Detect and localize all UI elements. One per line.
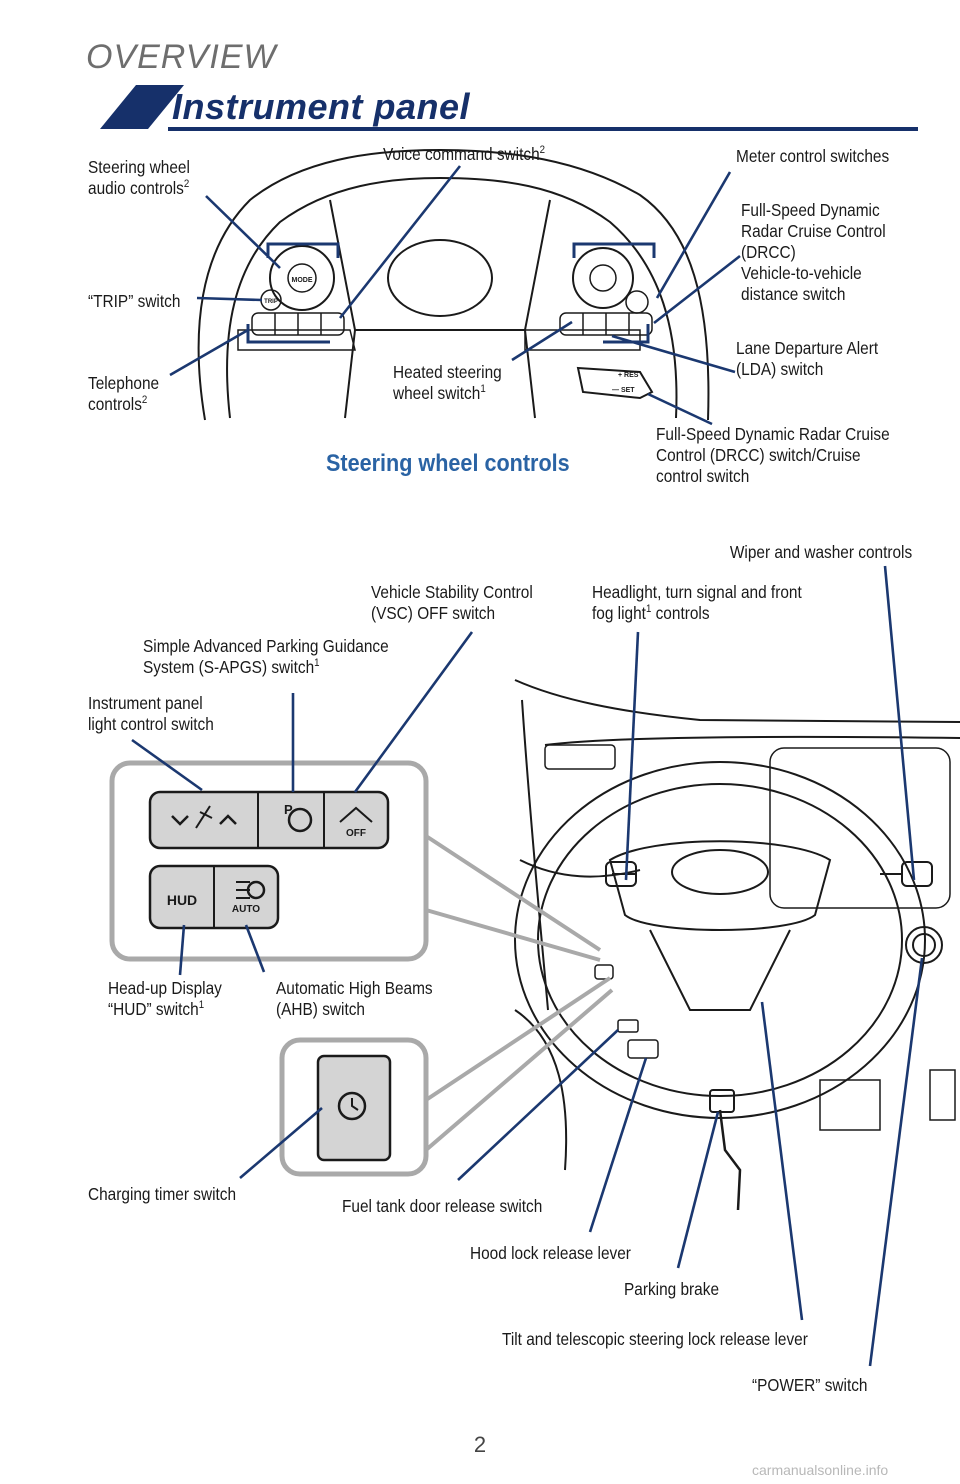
label-fuel-door: Fuel tank door release switch [342,1196,543,1216]
switch-bank-lower [148,864,280,930]
leader-lines [131,165,924,1367]
label-s-apgs: Simple Advanced Parking Guidance System … [143,636,389,677]
label-hud: Head-up Display “HUD” switch1 [108,978,222,1019]
label-lda-switch: Lane Departure Alert (LDA) switch [736,338,879,379]
label-power-switch: “POWER” switch [752,1375,868,1395]
label-hood-lock: Hood lock release lever [470,1243,631,1263]
label-ahb: Automatic High Beams (AHB) switch [276,978,433,1019]
trip-glyph: TRIP [264,299,278,305]
label-drcc-switch: Full-Speed Dynamic Radar Cruise Control … [656,424,890,486]
highlight-brackets [246,242,656,344]
label-parking-brake: Parking brake [624,1279,720,1299]
label-panel-light: Instrument panel light control switch [88,693,214,734]
title-banner [100,85,918,131]
label-drcc-distance: Full-Speed Dynamic Radar Cruise Control … [741,200,886,304]
charging-timer-button [316,1054,392,1162]
label-wiper: Wiper and washer controls [729,542,912,562]
label-telephone: Telephone controls2 [88,373,160,414]
label-tilt-telescopic: Tilt and telescopic steering lock releas… [502,1329,808,1349]
p-glyph: P [284,802,293,817]
off-glyph: OFF [346,828,366,839]
label-audio-controls: Steering wheel audio controls2 [88,157,190,198]
label-voice-command: Voice command switch2 [383,144,546,164]
label-vsc-off: Vehicle Stability Control (VSC) OFF swit… [371,582,533,623]
watermark: carmanualsonline.info [752,1462,889,1478]
switch-bank-upper [148,790,390,850]
label-heated-steering: Heated steering wheel switch1 [393,362,502,403]
label-trip-switch: “TRIP” switch [88,291,181,311]
steering-wheel-caption: Steering wheel controls [326,450,570,477]
set-glyph: — SET [612,387,635,394]
auto-glyph: AUTO [232,904,260,915]
label-charging-timer: Charging timer switch [88,1184,237,1204]
page-number: 2 [473,1432,487,1457]
label-meter-control: Meter control switches [736,146,890,166]
mode-glyph: MODE [292,277,313,284]
label-headlight: Headlight, turn signal and front fog lig… [592,582,802,623]
page-title: Instrument panel [172,86,471,127]
res-glyph: + RES [618,372,639,379]
hud-glyph: HUD [167,892,197,908]
section-heading: OVERVIEW [86,38,277,76]
